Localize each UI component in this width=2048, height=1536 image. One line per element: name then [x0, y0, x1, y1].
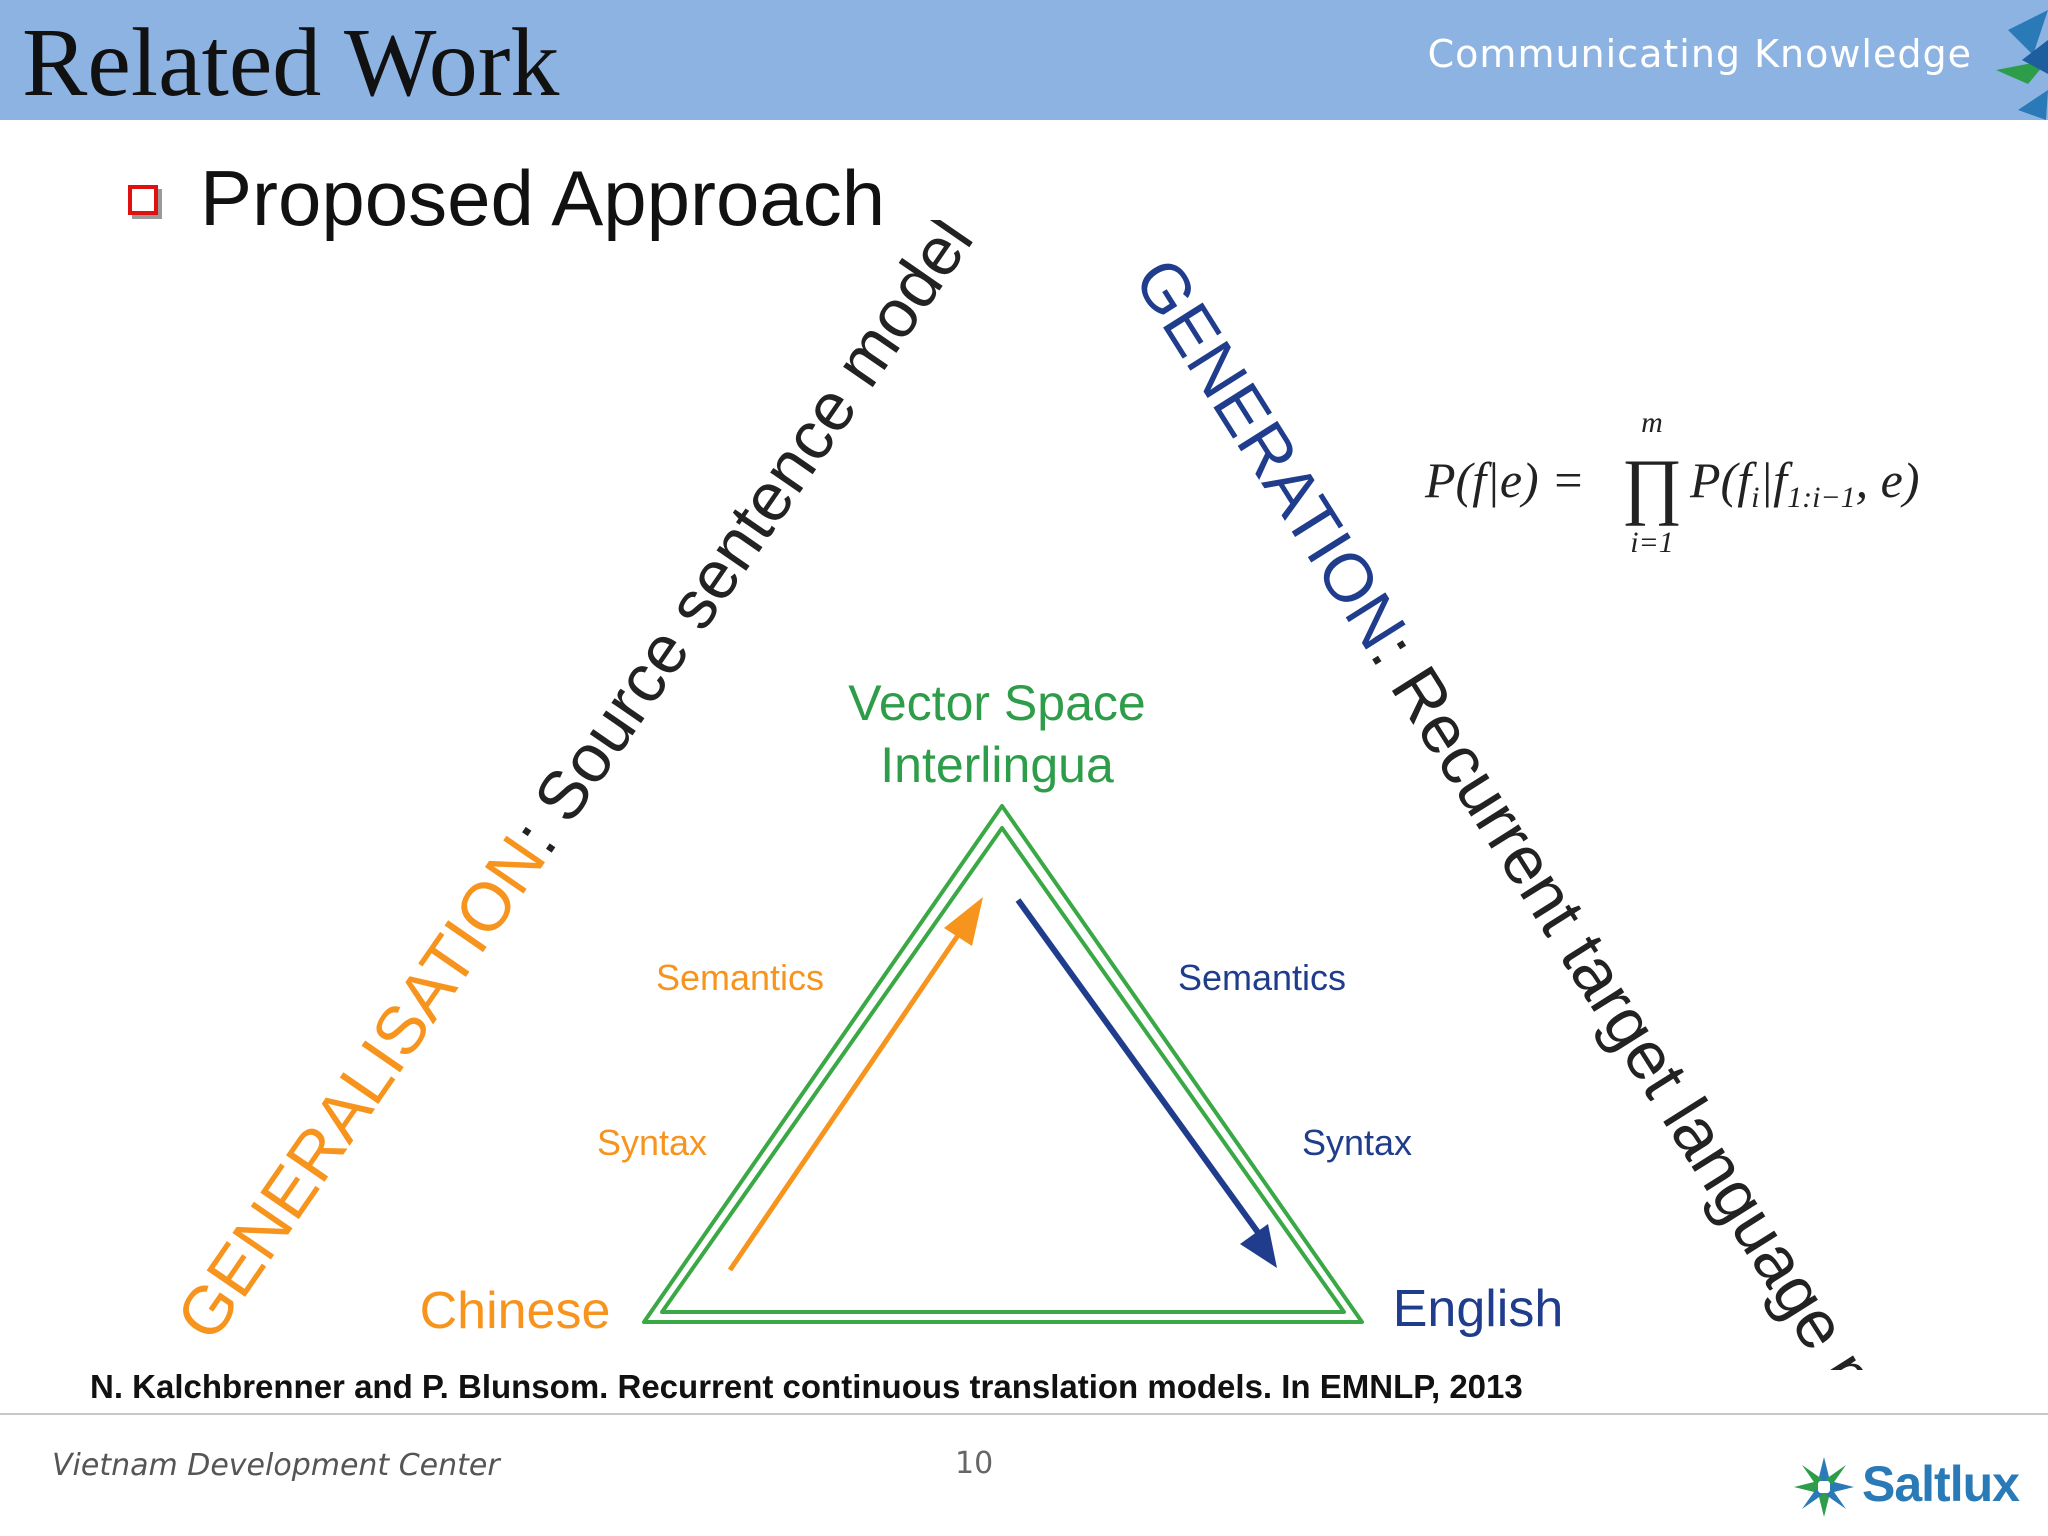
generation-keyword: GENERATION	[1119, 245, 1420, 662]
formula-lhs: P(f|e) =	[1424, 452, 1585, 508]
brand-name: Saltlux	[1862, 1456, 2020, 1512]
page-number: 10	[955, 1446, 994, 1481]
bullet-heading: Proposed Approach	[200, 154, 886, 242]
target-language-label: English	[1393, 1280, 1564, 1338]
formula-product-lower: i=1	[1630, 526, 1674, 559]
formula-product-upper: m	[1641, 406, 1663, 439]
generalisation-keyword: GENERALISATION	[162, 823, 561, 1353]
bullet-marker	[128, 185, 158, 215]
generation-rest: : Recurrent target language model	[1356, 622, 1970, 1370]
citation: N. Kalchbrenner and P. Blunsom. Recurren…	[90, 1368, 1523, 1405]
interlingua-triangle-outer	[642, 804, 1364, 1324]
apex-label-line2: Interlingua	[880, 737, 1114, 793]
formula-rhs: P(fi|f1:i−1, e)	[1689, 452, 1920, 514]
footer-divider	[0, 1413, 2048, 1415]
probability-formula: P(f|e) = m ∏ i=1 P(fi|f1:i−1, e)	[1424, 406, 1920, 559]
left-semantics-label: Semantics	[656, 957, 824, 998]
source-language-label: Chinese	[420, 1282, 611, 1340]
brand-logo: Saltlux	[1790, 1455, 2020, 1519]
generation-label: GENERATION: Recurrent target language mo…	[1119, 245, 1970, 1370]
star-logo-icon	[1996, 10, 2048, 120]
footer-organization: Vietnam Development Center	[52, 1448, 500, 1483]
left-syntax-label: Syntax	[597, 1122, 707, 1163]
header-tagline: Communicating Knowledge	[1427, 32, 1972, 76]
right-syntax-label: Syntax	[1302, 1122, 1412, 1163]
right-semantics-label: Semantics	[1178, 957, 1346, 998]
encoding-arrowhead	[944, 897, 983, 946]
apex-label-line1: Vector Space	[848, 675, 1145, 731]
interlingua-triangle-inner	[660, 826, 1346, 1314]
header-bar: Related Work Communicating Knowledge	[0, 0, 2048, 120]
decoding-arrow	[1015, 898, 1265, 1240]
brand-star-icon	[1794, 1457, 1854, 1517]
encoding-arrow	[727, 923, 968, 1272]
decoding-arrowhead	[1240, 1224, 1277, 1268]
slide-title: Related Work	[22, 9, 560, 117]
formula-product-symbol: ∏	[1622, 445, 1683, 527]
generalisation-label: GENERALISATION: Source sentence model	[162, 220, 988, 1354]
translation-diagram: GENERALISATION: Source sentence model GE…	[162, 220, 1971, 1370]
